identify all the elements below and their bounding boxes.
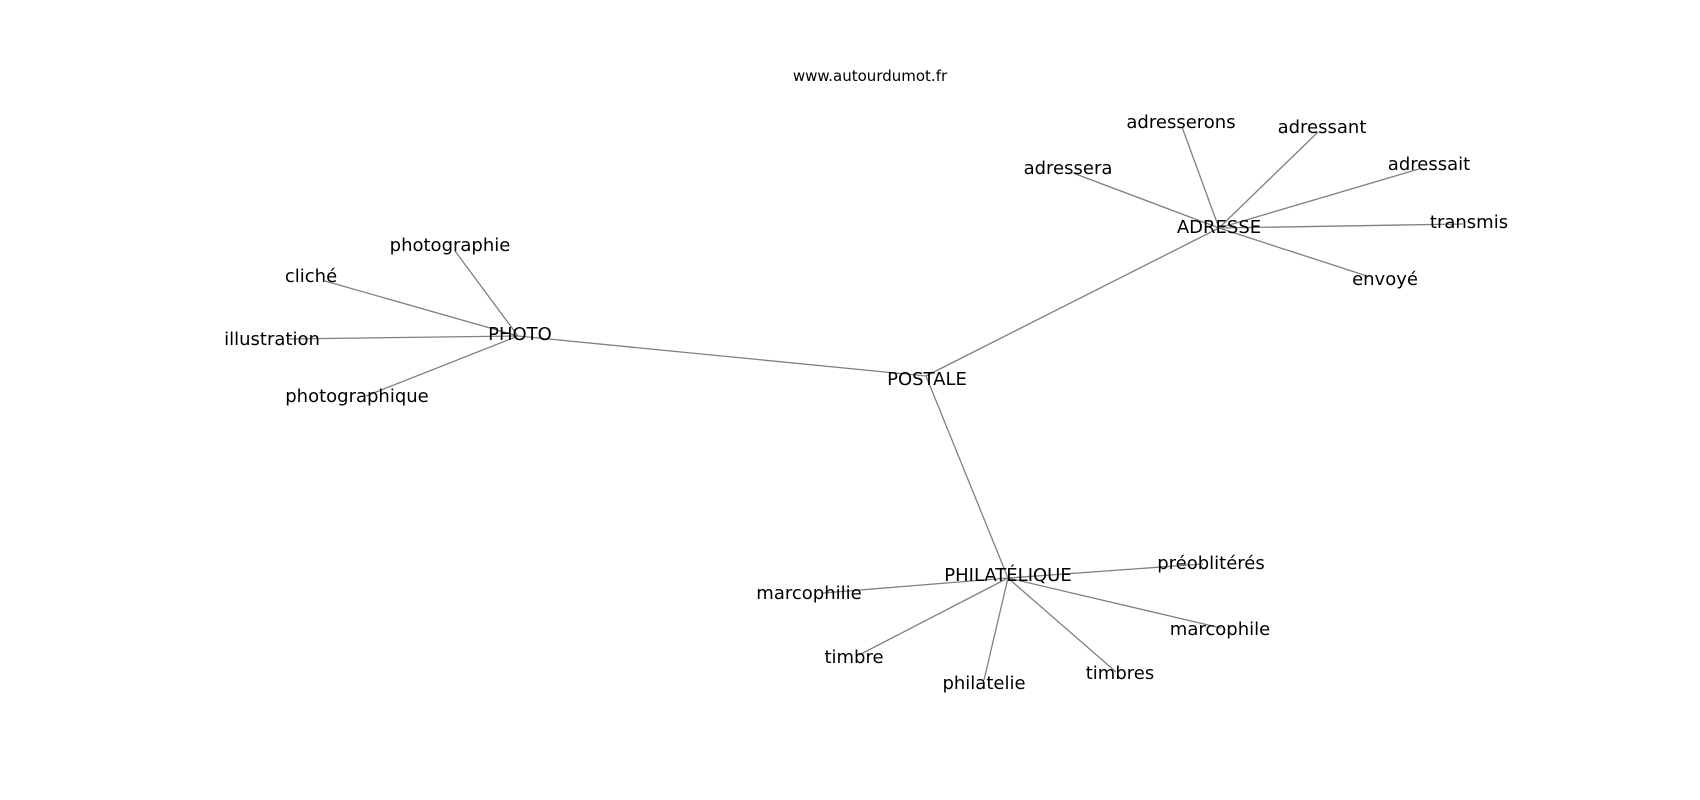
node-label-marcophilie[interactable]: marcophilie: [756, 583, 861, 604]
edge-adresse-adressera: [1072, 172, 1220, 229]
edge-philatelique-marcophilie: [822, 577, 1009, 594]
node-label-envoye[interactable]: envoyé: [1352, 269, 1418, 290]
node-label-philatelique[interactable]: PHILATÉLIQUE: [944, 564, 1071, 586]
node-label-adresserons[interactable]: adresserons: [1126, 112, 1235, 133]
edge-philatelique-timbre: [858, 577, 1009, 656]
node-label-adresse[interactable]: ADRESSE: [1177, 217, 1261, 238]
edge-adresse-adressant: [1218, 131, 1319, 229]
node-label-transmis[interactable]: transmis: [1430, 212, 1508, 233]
node-label-adressant[interactable]: adressant: [1278, 117, 1367, 138]
node-label-philatelie[interactable]: philatelie: [942, 673, 1025, 694]
site-title: www.autourdumot.fr: [793, 67, 948, 85]
node-label-marcophile[interactable]: marcophile: [1170, 619, 1270, 640]
node-label-illustration[interactable]: illustration: [224, 329, 320, 350]
edge-photo-cliche: [324, 280, 519, 337]
node-label-timbre[interactable]: timbre: [824, 647, 883, 668]
node-label-postale[interactable]: POSTALE: [887, 369, 967, 390]
edge-adresse-adresserons: [1181, 126, 1220, 229]
node-label-adressera[interactable]: adressera: [1024, 158, 1113, 179]
edge-philatelique-preobliteres: [1007, 563, 1204, 579]
node-label-photo[interactable]: PHOTO: [488, 324, 552, 345]
node-label-timbres[interactable]: timbres: [1086, 663, 1154, 684]
edge-photo-illustration: [286, 335, 519, 340]
node-label-preobliteres[interactable]: préoblitérés: [1157, 553, 1265, 574]
edge-photo-photographique: [365, 335, 519, 397]
edge-adresse-envoye: [1218, 227, 1368, 277]
edge-photo-photographie: [454, 250, 519, 337]
node-label-adressait[interactable]: adressait: [1388, 154, 1470, 175]
edge-adresse-transmis: [1218, 223, 1464, 229]
edge-postale-philatelique: [925, 375, 1009, 579]
node-label-cliche[interactable]: cliché: [285, 266, 337, 287]
edge-philatelique-philatelie: [983, 577, 1009, 681]
edge-adresse-adressait: [1218, 168, 1420, 229]
edge-postale-photo: [517, 335, 927, 377]
node-label-photographie[interactable]: photographie: [390, 235, 511, 256]
edge-philatelique-timbres: [1007, 577, 1117, 673]
edge-postale-adresse: [925, 227, 1220, 377]
edge-philatelique-marcophile: [1007, 577, 1222, 629]
node-label-photographique[interactable]: photographique: [285, 386, 429, 407]
